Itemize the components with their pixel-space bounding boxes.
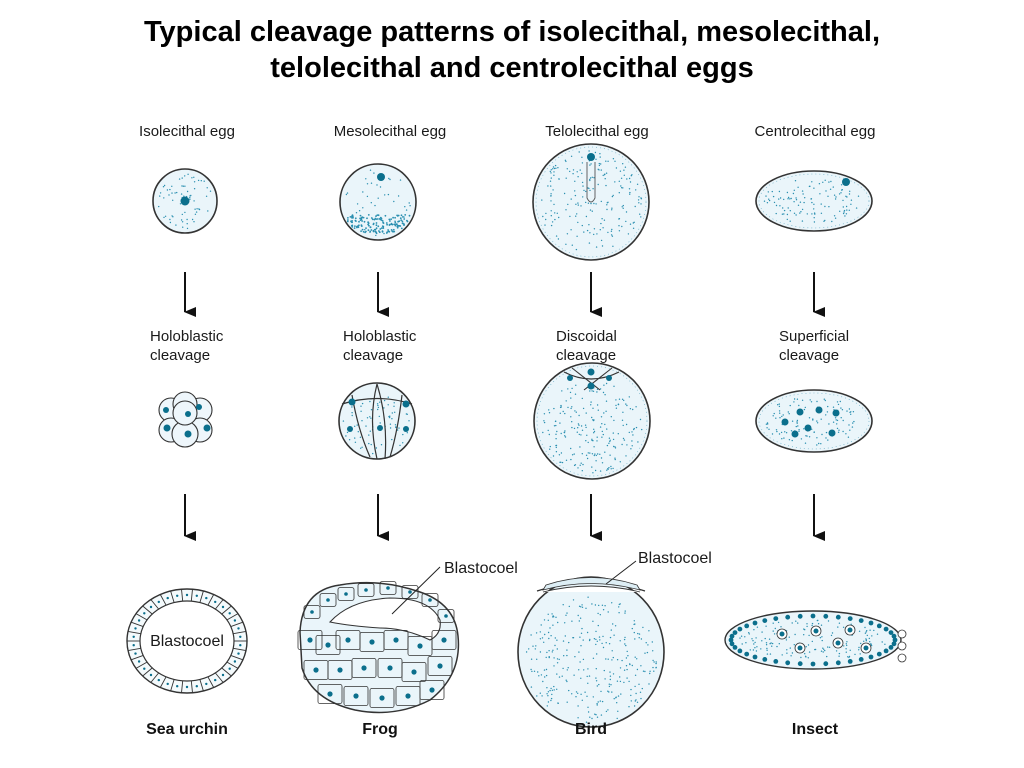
cleavage-label-4b: cleavage [779, 347, 839, 364]
mesolecithal-egg [339, 163, 417, 241]
isolecithal-egg [152, 168, 218, 234]
cleavage-label-1a: Holoblastic [150, 328, 224, 345]
cleavage-label-2b: cleavage [343, 347, 403, 364]
callout-line [605, 560, 637, 585]
organism-label-insect: Insect [792, 721, 839, 738]
cleavage-label-2a: Holoblastic [343, 328, 417, 345]
insect-syncytial-blastoderm [724, 610, 907, 670]
callout-line [391, 566, 441, 615]
egg-label-isolecithal: Isolecithal egg [139, 123, 235, 140]
title-line-2: telolecithal and centrolecithal eggs [270, 52, 754, 84]
organism-label-frog: Frog [362, 721, 398, 738]
cleavage-label-3b: cleavage [556, 347, 616, 364]
centrolecithal-egg [755, 170, 873, 232]
nucleus [377, 173, 385, 181]
blastocoel-inner-label: Blastocoel [150, 633, 224, 650]
telolecithal-egg [532, 143, 650, 261]
superficial-cleavage [755, 389, 873, 453]
holoblastic-cleavage-isolecithal [158, 391, 213, 448]
holoblastic-cleavage-mesolecithal [338, 382, 416, 460]
sea-urchin-blastula: Blastocoel [126, 588, 248, 694]
frog-blastula [297, 581, 460, 714]
title-line-1: Typical cleavage patterns of isolecithal… [143, 16, 881, 48]
nucleus [587, 153, 595, 161]
cleavage-label-3a: Discoidal [556, 328, 617, 345]
egg-label-telolecithal: Telolecithal egg [545, 123, 648, 140]
blastocoel-callout-frog: Blastocoel [444, 560, 518, 577]
discoidal-cleavage [533, 362, 651, 480]
egg-label-mesolecithal: Mesolecithal egg [334, 123, 447, 140]
nucleus [842, 178, 850, 186]
page-title: Typical cleavage patterns of isolecithal… [0, 14, 1024, 86]
organism-label-bird: Bird [575, 721, 607, 738]
blastocoel-callout-bird: Blastocoel [638, 550, 712, 567]
bird-blastodisc [517, 576, 665, 728]
cleavage-label-4a: Superficial [779, 328, 849, 345]
organism-label-sea-urchin: Sea urchin [146, 721, 228, 738]
cleavage-label-1b: cleavage [150, 347, 210, 364]
egg-label-centrolecithal: Centrolecithal egg [755, 123, 876, 140]
nucleus [180, 196, 190, 206]
